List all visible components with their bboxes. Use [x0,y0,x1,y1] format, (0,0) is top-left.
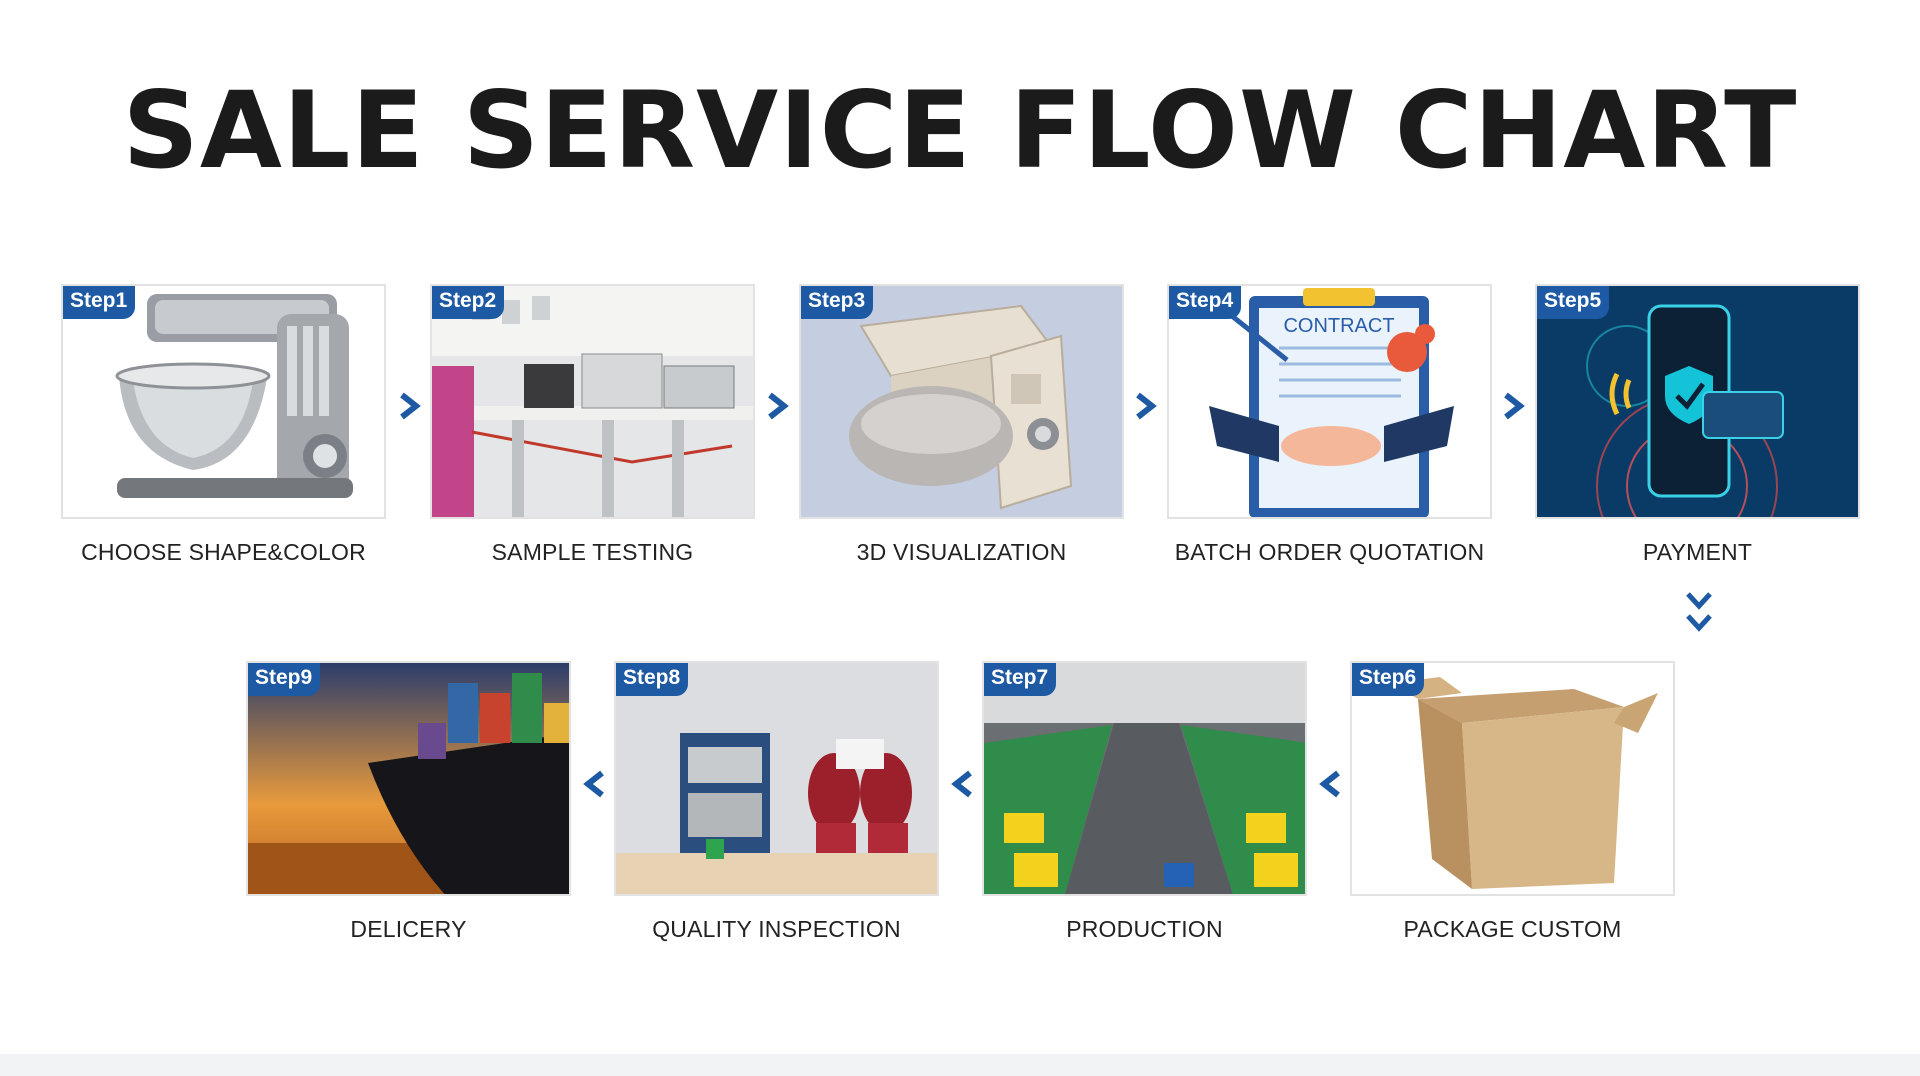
cardboard-box-image [1352,663,1673,894]
step-4-badge: Step4 [1169,286,1242,319]
step-8-label: QUALITY INSPECTION [652,916,901,942]
step-1-badge: Step1 [63,286,136,319]
contract-text: CONTRACT [1283,315,1394,337]
step-3-label: 3D VISUALIZATION [856,539,1067,565]
step-6-label: PACKAGE CUSTOM [1403,916,1622,942]
step-8-card: Step8 [614,661,939,896]
step-2-card: Step2 [430,284,755,519]
step-4-label: BATCH ORDER QUOTATION [1174,539,1485,565]
chevron-left-icon [1319,770,1340,798]
chevron-right-icon [768,392,789,420]
step-6-badge: Step6 [1352,663,1425,696]
chevron-right-icon [1136,392,1157,420]
step-9-card: Step9 [246,661,571,896]
step-9-badge: Step9 [248,663,321,696]
step-4-card: Step4 CONTRACT [1167,284,1492,519]
step-4: Step4 CONTRACT BATCH ORDER QUOTATION [1167,284,1492,566]
factory-image [984,663,1305,894]
step-5-card: Step5 [1535,284,1860,519]
step-5-badge: Step5 [1537,286,1610,319]
step-2: Step2 SAMPLE TESTING [430,284,755,566]
step-8-badge: Step8 [616,663,689,696]
step-6: Step6 PACKAGE CUSTOM [1350,661,1675,943]
step-1-label: CHOOSE SHAPE&COLOR [81,539,366,565]
step-9: Step9 DELICERY [246,661,571,943]
step-8: Step8 QUALITY INSPECTION [614,661,939,943]
step-3: Step3 3D VISUALIZATION [799,284,1124,566]
step-3-badge: Step3 [801,286,874,319]
step-7-badge: Step7 [984,663,1057,696]
page-title: SALE SERVICE FLOW CHART [122,69,1798,192]
step-2-badge: Step2 [432,286,505,319]
cargo-ship-image [248,663,569,894]
quality-inspection-image [616,663,937,894]
step-5: Step5 PAYMENT [1535,284,1860,566]
step-1-card: Step1 [61,284,386,519]
stand-mixer-image [63,286,384,517]
step-5-label: PAYMENT [1642,539,1753,565]
step-9-label: DELICERY [350,916,467,942]
step-6-card: Step6 [1350,661,1675,896]
contract-image: CONTRACT [1169,286,1490,517]
step-3-card: Step3 [799,284,1124,519]
double-chevron-down-icon [1686,592,1712,632]
step-7: Step7 PRODUCTION [982,661,1307,943]
step-1: Step1 CHOOSE SHAPE&COLOR [61,284,386,566]
footer-bar [0,1054,1920,1076]
chevron-left-icon [951,770,972,798]
chevron-left-icon [583,770,604,798]
step-7-label: PRODUCTION [1066,916,1223,942]
lab-testing-image [432,286,753,517]
chevron-right-icon [400,392,421,420]
mobile-payment-image [1537,286,1858,517]
3d-render-image [801,286,1122,517]
step-2-label: SAMPLE TESTING [491,539,694,565]
step-7-card: Step7 [982,661,1307,896]
chevron-right-icon [1504,392,1525,420]
